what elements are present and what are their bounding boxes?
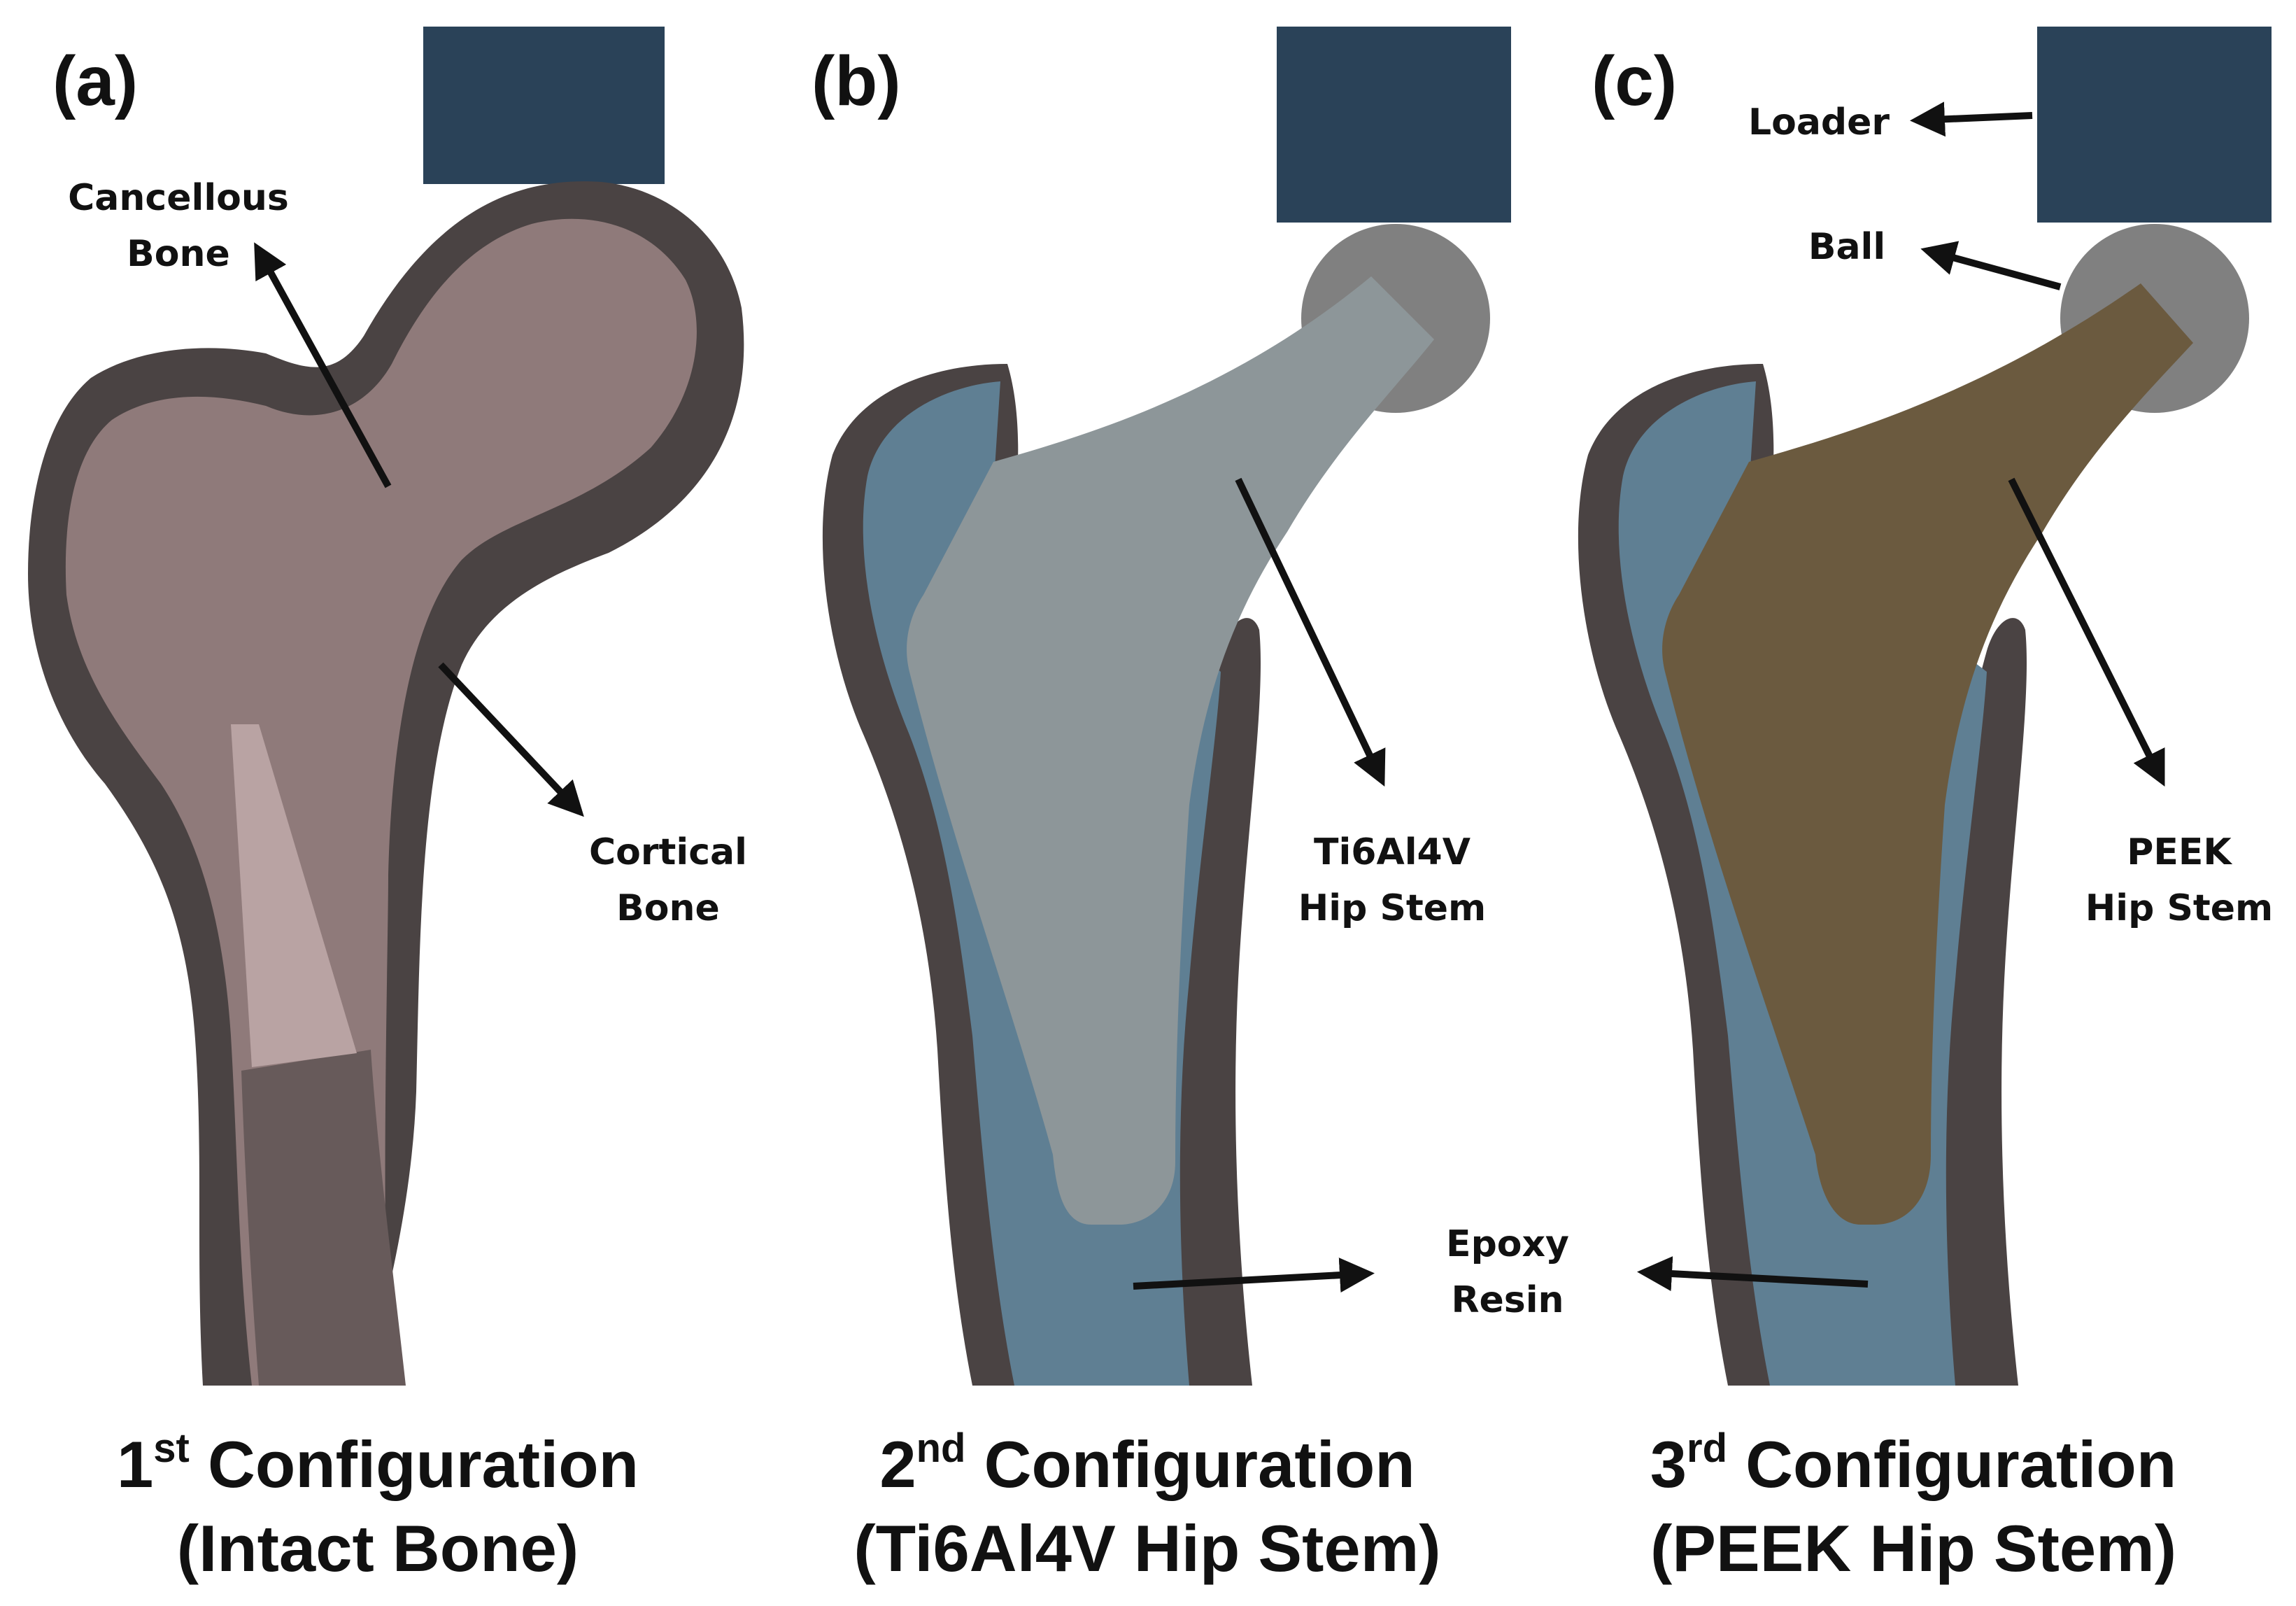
loader-label: Loader (1748, 101, 1890, 143)
epoxy-label-1: Epoxy (1446, 1223, 1569, 1265)
panel-a-caption-line-1: 1st Configuration (117, 1425, 639, 1501)
loader-block (423, 27, 665, 184)
cancellous-label-1: Cancellous (68, 177, 289, 219)
cancellous-bone (65, 218, 697, 1386)
panel-b-caption-line-2: (Ti6Al4V Hip Stem) (853, 1512, 1440, 1585)
ball-arrow (1920, 241, 2062, 290)
peek-hip-stem (1662, 283, 2193, 1225)
panel-c-caption-line-1: 3rd Configuration (1650, 1425, 2177, 1501)
cortical-arrow (438, 662, 584, 817)
panel-a-letter: (a) (52, 42, 138, 120)
stem-arrow (1235, 477, 1386, 787)
ball-label: Ball (1808, 226, 1885, 268)
panel-c-caption-line-2: (PEEK Hip Stem) (1650, 1512, 2176, 1585)
ti-stem-label-2: Hip Stem (1298, 887, 1486, 929)
loader-arrow (1910, 101, 2033, 137)
panel-b-letter: (b) (812, 42, 901, 120)
loader-block (1277, 27, 1511, 223)
medullary-canal (241, 1050, 406, 1386)
loader-block (2037, 27, 2272, 223)
cancellous-wedge (231, 724, 357, 1067)
epoxy-label-2: Resin (1451, 1279, 1564, 1321)
cancellous-arrow (254, 242, 392, 488)
cortical-label-2: Bone (616, 887, 720, 929)
panel-c-letter: (c) (1592, 42, 1677, 120)
ti6al4v-hip-stem (907, 276, 1434, 1225)
peek-stem-label-2: Hip Stem (2085, 887, 2273, 929)
panel-b-caption-line-1: 2nd Configuration (879, 1425, 1415, 1501)
epoxy-arrow-left (1637, 1256, 1869, 1292)
epoxy-arrow-right (1133, 1258, 1375, 1293)
peek-stem-label-1: PEEK (2127, 831, 2232, 873)
panel-a: (a) Cancellous Bone Cortical Bone 1st Co… (28, 27, 747, 1585)
panel-c: (c) Loader Ball PEEK Hip Stem 3rd Config… (1578, 27, 2273, 1585)
ti-stem-label-1: Ti6Al4V (1314, 831, 1471, 873)
cortical-label-1: Cortical (589, 831, 747, 873)
panel-b: (b) Ti6Al4V Hip Stem 2nd Configuration (… (812, 27, 1511, 1585)
cancellous-label-2: Bone (127, 233, 230, 275)
stem-arrow (2008, 477, 2165, 787)
panel-a-caption-line-2: (Intact Bone) (177, 1512, 579, 1585)
